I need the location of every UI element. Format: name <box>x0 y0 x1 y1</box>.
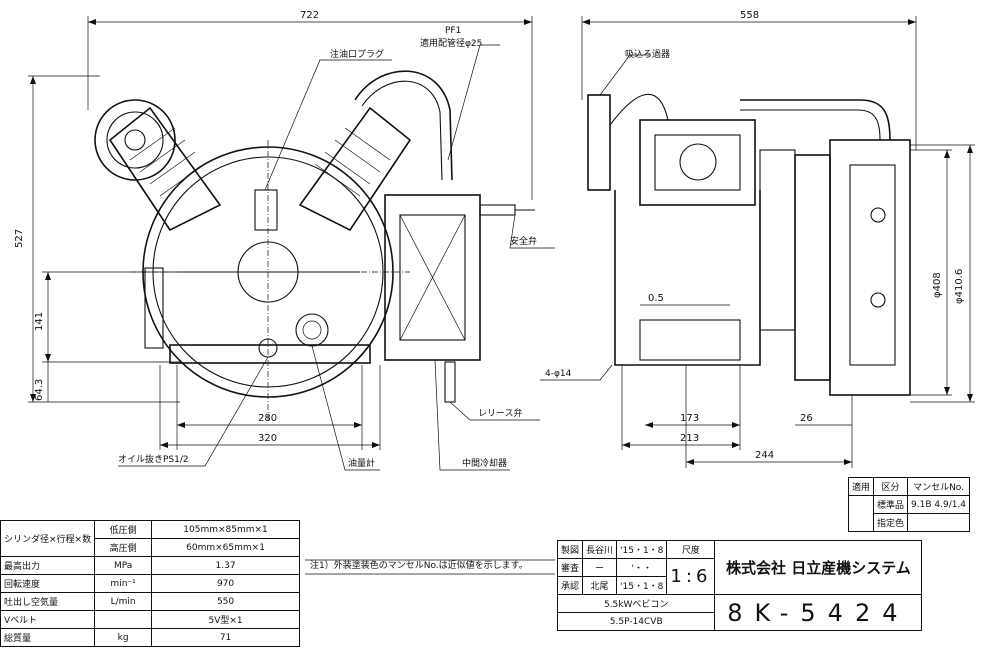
tb-approved-label: 承認 <box>556 576 584 595</box>
callout-oil-drain: オイル抜きPS1/2 <box>118 453 189 465</box>
spec-low-value: 105mm×85mm×1 <box>151 520 300 539</box>
spec-row-item: Vベルト <box>0 610 96 629</box>
spec-row-value: 550 <box>151 592 300 611</box>
spec-bore-label: シリンダ径×行程×数 <box>0 520 96 557</box>
dim-0-5: 0.5 <box>648 293 664 304</box>
side-view: 558 吸込ろ過器 φ408 φ410.6 <box>540 10 975 468</box>
dim-527: 527 <box>14 229 25 248</box>
dim-173: 173 <box>680 413 699 424</box>
spec-row-unit: kg <box>94 628 153 647</box>
spec-table: シリンダ径×行程×数 低圧側 105mm×85mm×1 高圧側 60mm×65m… <box>0 520 300 647</box>
note-text: 注1）外装塗装色のマンセルNo.は近似値を示します。 <box>310 559 528 571</box>
dim-280: 280 <box>258 413 277 424</box>
tb-product-1: 5.5kWベビコン <box>556 594 716 613</box>
callout-safety-valve: 安全弁 <box>510 235 537 247</box>
dim-213: 213 <box>680 433 699 444</box>
callout-pipe-dia: 適用配管径φ25 <box>420 37 482 49</box>
spec-row-unit: L/min <box>94 592 153 611</box>
tb-drawing-no: 8K-5424 <box>714 594 923 631</box>
tb-product-2: 5.5P-14CVB <box>556 612 716 631</box>
dim-26: 26 <box>800 413 813 424</box>
callout-intake-filter: 吸込ろ過器 <box>625 49 670 60</box>
dim-phi410-6: φ410.6 <box>954 269 965 304</box>
spec-row-item: 総質量 <box>0 628 96 647</box>
tb-checked-name: ー <box>582 558 618 577</box>
callout-release-valve: レリース弁 <box>478 407 523 419</box>
tb-scale-label: 尺度 <box>666 540 716 559</box>
dim-64-3: 64.3 <box>34 379 45 401</box>
spec-high-value: 60mm×65mm×1 <box>151 538 300 557</box>
spec-row-value: 71 <box>151 628 300 647</box>
spec-row-value: 1.37 <box>151 556 300 575</box>
dim-722: 722 <box>300 10 319 21</box>
callout-oil-gauge: 油量計 <box>348 457 375 469</box>
usage-standard-value: 9.1B 4.9/1.4 <box>907 495 971 514</box>
dim-244: 244 <box>755 450 774 461</box>
usage-header-class: 区分 <box>873 477 909 496</box>
callout-intercooler: 中間冷却器 <box>462 457 507 469</box>
spec-row-item: 吐出し空気量 <box>0 592 96 611</box>
tb-scale-value: 1:6 <box>666 558 716 595</box>
callout-oil-plug: 注油口プラグ <box>330 48 384 60</box>
tb-checked-label: 審査 <box>556 558 584 577</box>
tb-approved-date: '15・1・8 <box>616 576 668 595</box>
usage-header-apply: 適用 <box>847 477 875 496</box>
usage-specified-label: 指定色 <box>873 513 909 532</box>
tb-drawn-name: 長谷川 <box>582 540 618 559</box>
dim-141: 141 <box>34 312 45 331</box>
spec-row-item: 最高出力 <box>0 556 96 575</box>
tb-drawn-label: 製図 <box>556 540 584 559</box>
dim-phi408: φ408 <box>932 272 943 298</box>
tb-drawn-date: '15・1・8 <box>616 540 668 559</box>
tb-company: 株式会社 日立産機システム <box>714 540 923 595</box>
tb-checked-date: '・・ <box>616 558 668 577</box>
usage-table: 適用 区分 マンセルNo. 標準品 9.1B 4.9/1.4 指定色 <box>847 477 971 532</box>
usage-header-munsell: マンセルNo. <box>907 477 971 496</box>
dim-558: 558 <box>740 10 759 21</box>
front-view: 722 527 141 64.3 <box>14 10 555 471</box>
callout-holes: 4-φ14 <box>545 369 572 379</box>
dim-320: 320 <box>258 433 277 444</box>
title-block: 製図 長谷川 '15・1・8 尺度 株式会社 日立産機システム 審査 ー '・・… <box>556 540 923 631</box>
spec-row-value: 5V型×1 <box>151 610 300 629</box>
spec-row-unit: min⁻¹ <box>94 574 153 593</box>
tb-approved-name: 北尾 <box>582 576 618 595</box>
spec-row-value: 970 <box>151 574 300 593</box>
spec-low-side: 低圧側 <box>94 520 153 539</box>
spec-row-item: 回転速度 <box>0 574 96 593</box>
spec-row-unit <box>94 610 153 629</box>
usage-standard-label: 標準品 <box>873 495 909 514</box>
callout-pf1: PF1 <box>445 26 461 36</box>
spec-row-unit: MPa <box>94 556 153 575</box>
spec-high-side: 高圧側 <box>94 538 153 557</box>
